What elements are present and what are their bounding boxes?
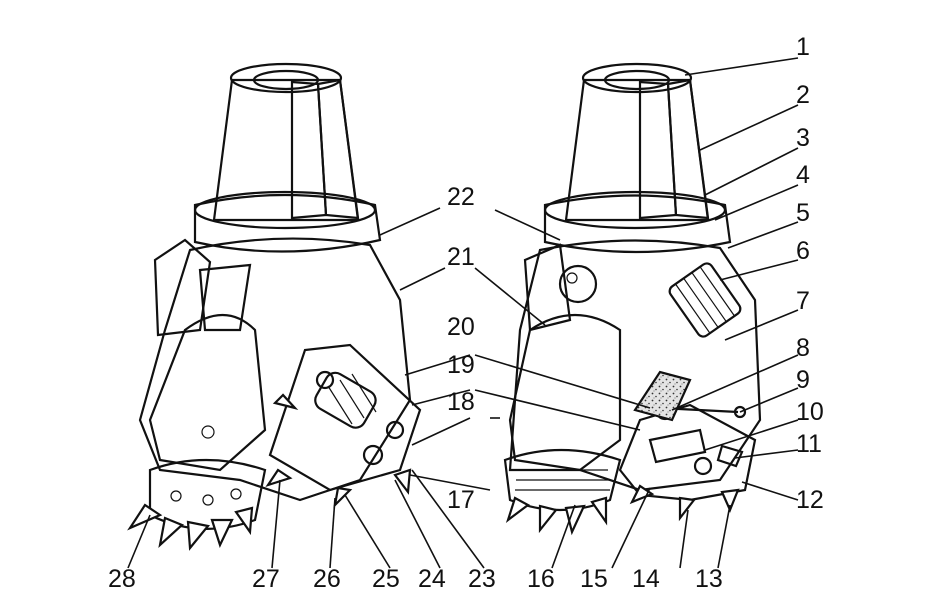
leader-lines bbox=[127, 57, 799, 569]
left-bit-ball-bearing bbox=[385, 420, 405, 440]
left-bit-pin-bore bbox=[252, 69, 320, 91]
label-22: 22 bbox=[447, 183, 475, 211]
right-bit-seal bbox=[716, 444, 744, 468]
right-bit-shoulder bbox=[543, 194, 732, 254]
label-23: 23 bbox=[468, 565, 496, 593]
right-bit-body bbox=[508, 239, 762, 492]
right-bit-lubricator bbox=[668, 262, 742, 338]
right-bit-pin-bore bbox=[603, 69, 671, 91]
left-bit bbox=[127, 62, 422, 551]
label-18: 18 bbox=[447, 388, 475, 416]
label-10: 10 bbox=[796, 398, 824, 426]
left-bit-pin-thread bbox=[212, 78, 360, 222]
label-25: 25 bbox=[372, 565, 400, 593]
left-bit-section-teeth bbox=[265, 393, 412, 509]
left-bit-shoulder-top bbox=[193, 190, 377, 230]
right-bit-nozzle bbox=[558, 264, 598, 304]
right-bit bbox=[503, 62, 762, 536]
right-bit-cone-grooves bbox=[515, 469, 610, 491]
label-8: 8 bbox=[796, 334, 810, 362]
right-bit-ball-bearing bbox=[693, 456, 713, 476]
label-27: 27 bbox=[252, 565, 280, 593]
right-bit-rear-cone bbox=[633, 370, 692, 422]
label-4: 4 bbox=[796, 161, 810, 189]
left-bit-leg-front bbox=[148, 313, 267, 472]
right-bit-cone-lower bbox=[503, 448, 622, 512]
right-bit-shoulder-top bbox=[543, 190, 727, 230]
right-bit-bearing-pin bbox=[648, 428, 707, 464]
left-bit-shoulder bbox=[193, 193, 382, 253]
label-16: 16 bbox=[527, 565, 555, 593]
right-bit-leg-rear bbox=[523, 243, 572, 332]
label-15: 15 bbox=[580, 565, 608, 593]
left-bit-leg-channel bbox=[198, 263, 252, 332]
right-bit-pin-top bbox=[581, 62, 693, 94]
label-9: 9 bbox=[796, 366, 810, 394]
label-13: 13 bbox=[695, 565, 723, 593]
left-bit-nozzle-hole bbox=[201, 425, 215, 439]
right-bit-section-teeth bbox=[629, 484, 740, 522]
right-bit-channel-plug bbox=[733, 405, 747, 419]
left-bit-insert bbox=[170, 490, 182, 502]
label-2: 2 bbox=[796, 81, 810, 109]
label-19: 19 bbox=[447, 351, 475, 379]
left-bit-pin-top bbox=[229, 62, 343, 94]
left-bit-bearing-rollers bbox=[314, 371, 377, 429]
label-3: 3 bbox=[796, 124, 810, 152]
label-1: 1 bbox=[796, 33, 810, 61]
label-21: 21 bbox=[447, 243, 475, 271]
right-bit-nozzle-highlight bbox=[566, 272, 578, 284]
label-5: 5 bbox=[796, 199, 810, 227]
label-11: 11 bbox=[796, 430, 822, 458]
label-28: 28 bbox=[108, 565, 136, 593]
right-bit-teeth bbox=[505, 496, 608, 536]
left-bit-ball-bearing bbox=[315, 370, 335, 390]
label-26: 26 bbox=[313, 565, 341, 593]
left-bit-insert bbox=[230, 488, 242, 500]
left-bit-cone-section bbox=[268, 343, 422, 492]
label-14: 14 bbox=[632, 565, 660, 593]
label-20: 20 bbox=[447, 313, 475, 341]
right-bit-pin-thread bbox=[564, 78, 710, 222]
left-bit-insert bbox=[202, 494, 214, 506]
left-bit-body bbox=[138, 237, 412, 502]
callout-labels: 1 2 3 4 5 6 7 8 9 10 11 12 13 14 15 16 1… bbox=[108, 33, 824, 593]
label-12: 12 bbox=[796, 486, 824, 514]
label-6: 6 bbox=[796, 237, 810, 265]
left-bit-leg-rear bbox=[153, 238, 212, 337]
label-7: 7 bbox=[796, 287, 810, 315]
right-bit-wall-section bbox=[666, 78, 710, 220]
label-24: 24 bbox=[418, 565, 446, 593]
left-bit-ball-bearing bbox=[362, 444, 384, 466]
label-17: 17 bbox=[447, 486, 475, 514]
right-bit-leg-front bbox=[508, 314, 622, 472]
left-bit-wall-section bbox=[316, 78, 360, 220]
left-bit-teeth bbox=[127, 503, 254, 551]
